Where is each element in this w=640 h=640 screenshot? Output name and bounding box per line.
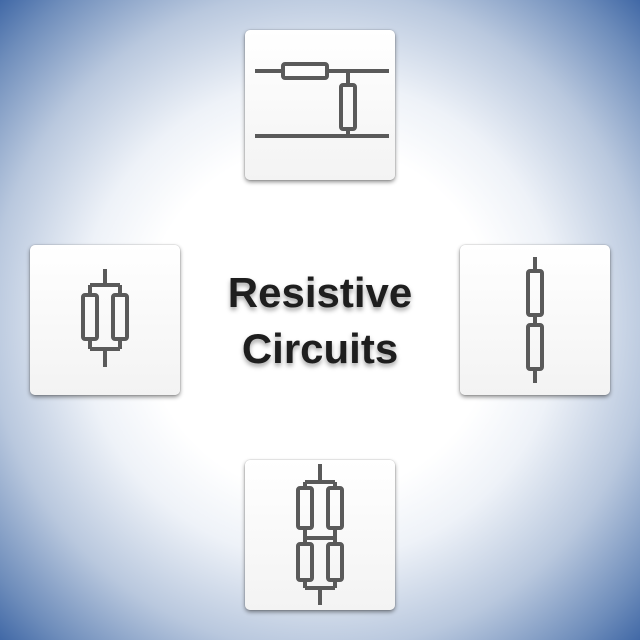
resistor-divider-icon <box>255 62 389 138</box>
series-resistors-icon <box>526 257 544 383</box>
series-parallel-resistors-icon <box>296 464 344 605</box>
title-line-1: Resistive <box>227 269 413 316</box>
tile-parallel-resistors[interactable] <box>30 245 180 395</box>
page-title: Resistive Circuits <box>180 265 460 377</box>
tile-resistor-divider[interactable] <box>245 30 395 180</box>
tile-series-parallel-resistors[interactable] <box>245 460 395 610</box>
tile-series-resistors[interactable] <box>460 245 610 395</box>
parallel-resistors-icon <box>81 269 129 367</box>
title-line-2: Circuits <box>241 325 399 372</box>
